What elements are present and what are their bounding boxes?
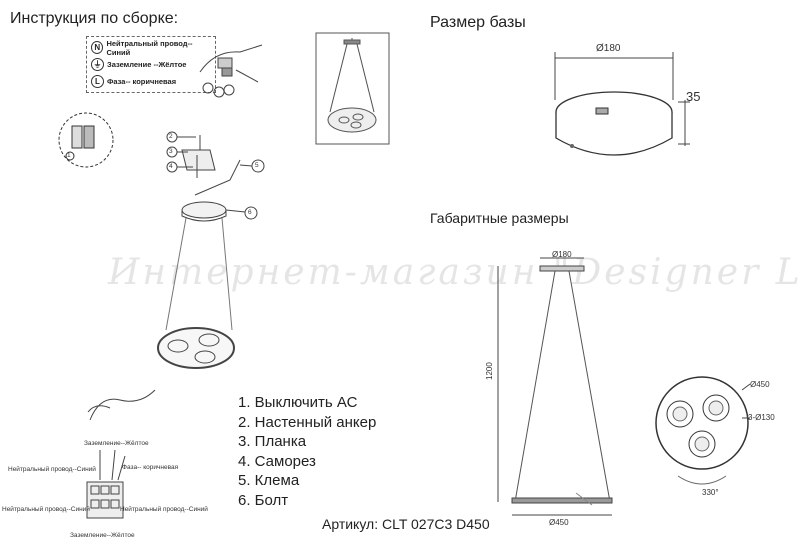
legend-phase: L Фаза-- коричневая	[91, 73, 211, 90]
wire-label-ground-top: Заземление--Жёлтое	[84, 440, 149, 447]
ring-pendant	[157, 327, 235, 369]
top-diameter-label: Ø180	[552, 250, 572, 259]
step-3: 3. Планка	[238, 433, 307, 450]
legend-ground: ⏚ Заземление --Жёлтое	[91, 56, 211, 73]
wire-legend: N Нейтральный провод--Синий ⏚ Заземление…	[86, 36, 216, 93]
watermark: Интернет-магазин "Designer Light"	[108, 252, 800, 293]
product-thumbnail	[315, 32, 390, 145]
assembly-steps: 1. Выключить АС 2. Настенный анкер 3. Пл…	[238, 393, 376, 510]
ring-diameter-label: Ø450	[750, 380, 770, 389]
mounting-bracket	[166, 131, 216, 178]
step-5: 5. Клема	[238, 472, 300, 489]
base-title: Размер базы	[430, 14, 526, 31]
callout-4: 4	[169, 163, 173, 170]
bottom-diameter-label: Ø450	[549, 518, 569, 527]
wire-label-ground-bottom: Заземление--Жёлтое	[70, 532, 135, 539]
wire-label-neutral-3: Нейтральный провод--Синий	[120, 506, 208, 513]
dims-title: Габаритные размеры	[430, 210, 569, 226]
callout-2: 2	[169, 133, 173, 140]
ground-symbol-icon: ⏚	[91, 58, 104, 71]
suspension-cables	[165, 217, 233, 331]
canopy	[181, 159, 265, 222]
dims-drawing	[497, 257, 751, 516]
base-diameter-label: Ø180	[596, 43, 621, 54]
legend-neutral: N Нейтральный провод--Синий	[91, 39, 211, 57]
step-4: 4. Саморез	[238, 452, 316, 470]
rotation-label: 330°	[702, 488, 719, 497]
height-label: 1200	[485, 362, 494, 380]
base-height-label: 35	[686, 89, 701, 104]
article-number: Артикул: CLT 027C3 D450	[322, 516, 490, 532]
step-2: 2. Настенный анкер	[238, 413, 377, 431]
wiring-detail	[86, 389, 156, 519]
neutral-symbol-icon: N	[91, 41, 104, 54]
callout-1: 1	[67, 152, 71, 159]
wire-label-neutral: Нейтральный провод--Синий	[8, 466, 96, 473]
phase-symbol-icon: L	[91, 75, 104, 88]
terminal-connector-icon	[199, 44, 263, 98]
wire-label-neutral-2: Нейтральный провод--Синий	[2, 506, 90, 513]
callout-5: 5	[255, 162, 259, 169]
callout-6: 6	[248, 209, 252, 216]
step-6: 6. Болт	[238, 491, 289, 509]
switch-icon	[58, 112, 114, 168]
base-drawing	[554, 52, 690, 156]
shade-diameter-label: 3-Ø130	[748, 413, 775, 422]
callout-3: 3	[169, 148, 173, 155]
assembly-title: Инструкция по сборке:	[10, 10, 179, 27]
step-1: 1. Выключить АС	[238, 394, 358, 411]
wire-label-phase: Фаза-- коричневая	[122, 464, 179, 471]
